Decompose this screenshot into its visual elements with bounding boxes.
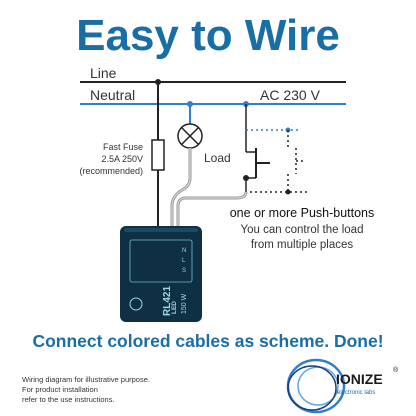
- fuse-label-1: Fast Fuse: [103, 142, 143, 152]
- load-output-cable: [170, 148, 192, 228]
- buttons-desc-1: You can control the load: [241, 224, 364, 236]
- load-output-cable-highlight: [171, 148, 191, 228]
- disclaimer-3: refer to the use instructions.: [22, 395, 115, 404]
- logo-ring-dark: [287, 365, 337, 411]
- module-led-badge: LED: [171, 301, 178, 314]
- page-title: Easy to Wire: [76, 11, 340, 60]
- fuse-label-2: 2.5A 250V: [101, 154, 143, 164]
- module-model: RL421: [162, 286, 173, 316]
- module-top-edge: [124, 228, 198, 232]
- extra-button-bottom-dot: [285, 189, 291, 195]
- brand-logo: IONIZE ® electronic labs: [286, 358, 399, 414]
- neutral-label: Neutral: [90, 87, 135, 103]
- fuse-label-3: (recommended): [79, 166, 143, 176]
- buttons-desc-2: from multiple places: [251, 239, 354, 251]
- lamp-cross-b: [180, 126, 200, 146]
- brand-name: IONIZE: [336, 371, 383, 387]
- voltage-label: AC 230 V: [260, 87, 321, 103]
- module-mark-s: S: [182, 268, 186, 274]
- tagline: Connect colored cables as scheme. Done!: [32, 331, 383, 351]
- disclaimer-1: Wiring diagram for illustrative purpose.: [22, 375, 150, 384]
- relay-module: N L S LED RL421 150 W: [120, 226, 202, 322]
- brand-reg: ®: [393, 366, 399, 374]
- module-label-panel: [129, 239, 193, 283]
- brand-sub: electronic labs: [337, 390, 375, 396]
- module-logo-mark: [129, 297, 143, 311]
- disclaimer-2: For product installation: [22, 385, 98, 394]
- module-mark-n: N: [182, 248, 186, 254]
- line-label: Line: [90, 65, 117, 81]
- fuse-symbol: [151, 139, 165, 171]
- buttons-heading: one or more Push-buttons: [230, 206, 375, 220]
- button-sense-cable-highlight: [177, 191, 247, 228]
- module-power: 150 W: [181, 293, 188, 314]
- module-body: [120, 226, 202, 322]
- load-label: Load: [204, 151, 231, 165]
- module-mark-l: L: [182, 258, 186, 264]
